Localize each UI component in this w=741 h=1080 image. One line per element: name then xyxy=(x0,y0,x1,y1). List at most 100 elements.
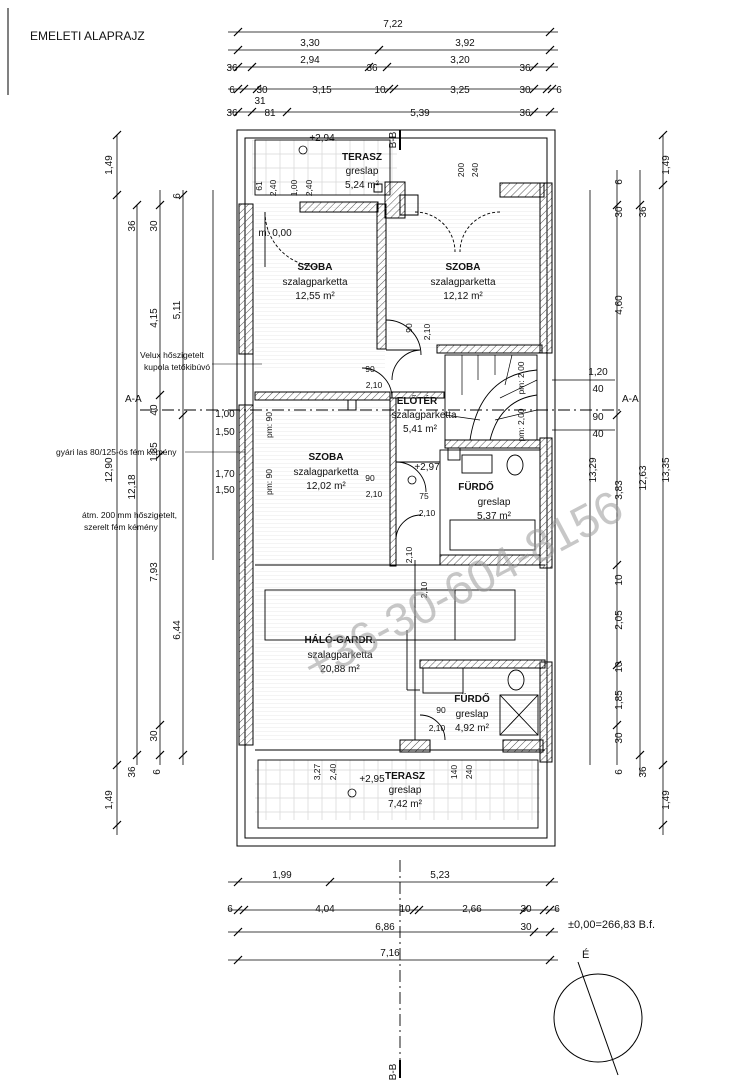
d4-150: 1,50 xyxy=(215,485,235,496)
section-bb-bottom: B-B xyxy=(388,1063,399,1080)
dim-right-205: 2,05 xyxy=(614,610,625,630)
bottom-dimensions xyxy=(228,877,558,965)
dim-bottom-30-a: 30 xyxy=(520,904,532,915)
dim-bottom-6-a: 6 xyxy=(227,904,233,915)
dim-left-6-a: 6 xyxy=(172,193,183,199)
dim-top-r3-e: 36 xyxy=(519,63,531,74)
room-name: HÁLÓ-GARDR. xyxy=(304,633,375,646)
dim-right-36-b: 36 xyxy=(638,766,649,778)
room-area: 12,02 m² xyxy=(306,481,346,492)
dim-bottom-6-b: 6 xyxy=(554,904,560,915)
stair-210-a: 2,10 xyxy=(404,546,414,563)
dim-stair-40-b: 40 xyxy=(592,429,604,440)
room-floor: greslap xyxy=(456,709,489,720)
room-name: TERASZ xyxy=(342,152,382,163)
inner-labels: 61 2,40 1,00 2,40 200 240 90 2,10 90 2,1… xyxy=(215,163,526,781)
d4-170: 1,70 xyxy=(215,469,235,480)
room-halo-gardrob: HÁLÓ-GARDR. szalagparketta 20,88 m² xyxy=(304,633,375,675)
dim-right-460: 4,60 xyxy=(614,295,625,315)
d5-210: 2,10 xyxy=(366,489,383,499)
room-szoba-2: SZOBA szalagparketta 12,12 m² xyxy=(430,262,495,302)
dim-top-r3-a: 36 xyxy=(226,63,238,74)
dim-top-r4-sub: 31 xyxy=(254,96,266,107)
d6-210: 2,10 xyxy=(419,508,436,518)
section-aa-left: A-A xyxy=(125,394,142,405)
dim-left-135: 1,35 xyxy=(149,442,160,462)
room-floor: greslap xyxy=(478,497,511,508)
level-bottom: +2,95 xyxy=(359,774,385,785)
room-name: ELŐTÉR xyxy=(397,394,438,407)
dim-top-r4-g: 6 xyxy=(556,85,562,96)
floor-halo xyxy=(255,570,545,740)
room-name: SZOBA xyxy=(309,452,344,463)
dim-top-r5-d: 36 xyxy=(519,108,531,119)
win-61: 61 xyxy=(254,181,264,191)
interior-lines xyxy=(252,139,545,829)
dim-top-r5-a: 36 xyxy=(226,108,238,119)
walls xyxy=(238,181,553,763)
dim-top-r4-b: 30 xyxy=(256,85,268,96)
dim-top-r2-b: 3,92 xyxy=(455,38,475,49)
dim-top-r5-b: 81 xyxy=(264,108,276,119)
dim-bottom-404: 4,04 xyxy=(315,904,335,915)
d1-210: 2,10 xyxy=(422,323,432,340)
ter-240: 2,40 xyxy=(328,763,338,780)
room-furdo-2: FÜRDŐ greslap 4,92 m² xyxy=(454,692,490,734)
note-atm-1: átm. 200 mm hőszigetelt, xyxy=(82,510,177,520)
dim-right-149-bottom: 1,49 xyxy=(661,790,672,810)
d5-90: 90 xyxy=(365,473,375,483)
floor-szoba1 xyxy=(255,200,385,368)
room-floor: greslap xyxy=(389,785,422,796)
dim-right-6-a: 6 xyxy=(614,179,625,185)
floor-szoba2 xyxy=(388,200,540,350)
dim-right-6-b: 6 xyxy=(614,769,625,775)
floor-szoba3 xyxy=(255,405,390,565)
door-240: 240 xyxy=(470,163,480,177)
dim-left-6-b: 6 xyxy=(152,769,163,775)
dim-left-36-b: 36 xyxy=(127,766,138,778)
room-eloter: ELŐTÉR szalagparketta 5,41 m² xyxy=(391,394,456,435)
dim-left-30-b: 30 xyxy=(149,730,160,742)
room-terasz-top: TERASZ greslap 5,24 m² xyxy=(342,152,382,191)
dim-top-r3-d: 3,20 xyxy=(450,55,470,66)
room-floor: greslap xyxy=(346,166,379,177)
room-name: SZOBA xyxy=(298,262,333,273)
dim-bottom-716: 7,16 xyxy=(380,948,400,959)
dim-top-r4-a: 6 xyxy=(229,85,235,96)
dim-left-793: 7,93 xyxy=(149,562,160,582)
dim-bottom-30-b: 30 xyxy=(520,922,532,933)
room-area: 12,12 m² xyxy=(443,291,483,302)
gard-210: 2,10 xyxy=(429,723,446,733)
dim-top-r4-f: 30 xyxy=(519,85,531,96)
top-dimensions xyxy=(228,27,558,117)
dim-stair-90: 90 xyxy=(592,412,604,423)
dim-stair-40-a: 40 xyxy=(592,384,604,395)
dim-right-1329: 13,29 xyxy=(588,457,599,482)
dim-top-r4-c: 3,15 xyxy=(312,85,332,96)
dim-left-40: 40 xyxy=(149,404,160,416)
dim-right-30-b: 30 xyxy=(614,732,625,744)
level-marks: +2,94 m: 0,00 +2,97 +2,95 xyxy=(258,133,440,798)
d1-90: 90 xyxy=(404,323,414,333)
dim-left-415: 4,15 xyxy=(149,308,160,328)
room-area: 7,42 m² xyxy=(388,799,423,810)
room-floor: szalagparketta xyxy=(293,467,358,478)
dim-top-r5-c: 5,39 xyxy=(410,108,430,119)
dim-right-10-b: 10 xyxy=(614,661,625,673)
dim-bottom-523: 5,23 xyxy=(430,870,450,881)
note-atm-2: szerelt fém kémény xyxy=(84,522,158,532)
dim-bottom-686: 6,86 xyxy=(375,922,395,933)
dim-top-r3-b: 2,94 xyxy=(300,55,320,66)
dim-right-30-a: 30 xyxy=(614,206,625,218)
gard-90: 90 xyxy=(436,705,446,715)
dim-left-644: 6,44 xyxy=(172,620,183,640)
dim-bottom-266: 2,66 xyxy=(462,904,482,915)
door-200: 200 xyxy=(456,163,466,177)
stair-210-b: 2,10 xyxy=(419,581,429,598)
dim-stair-120: 1,20 xyxy=(588,367,608,378)
pm-90-b: pm: 90 xyxy=(264,469,274,495)
left-dimensions xyxy=(112,130,214,835)
dim-right-1263: 12,63 xyxy=(638,465,649,490)
annotations: Velux hőszigetelt kupola tetőkibúvó gyár… xyxy=(56,350,262,532)
room-floor: szalagparketta xyxy=(391,410,456,421)
